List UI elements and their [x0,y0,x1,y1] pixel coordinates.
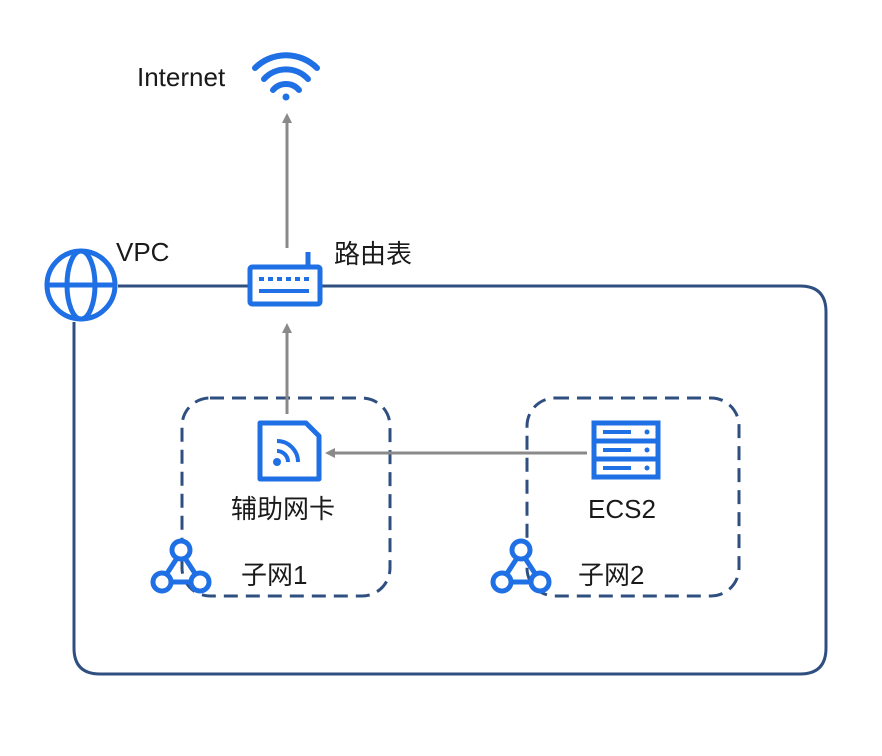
subnet2-box [525,396,741,598]
secondary-nic-label: 辅助网卡 [231,494,335,524]
network-card-icon [257,420,322,482]
router-icon [247,252,323,307]
vpc-label: VPC [116,237,169,267]
ecs-label: ECS2 [588,494,656,524]
vpc-boundary [72,284,828,676]
subnet1-label: 子网1 [241,560,307,590]
route-table-label: 路由表 [334,239,412,269]
subnet2-label: 子网2 [578,560,644,590]
internet-label: Internet [137,62,226,92]
globe-icon [44,248,118,322]
subnet2-icon [490,538,552,594]
server-icon [591,420,661,480]
subnet1-icon [150,538,212,594]
wifi-icon [252,52,320,101]
